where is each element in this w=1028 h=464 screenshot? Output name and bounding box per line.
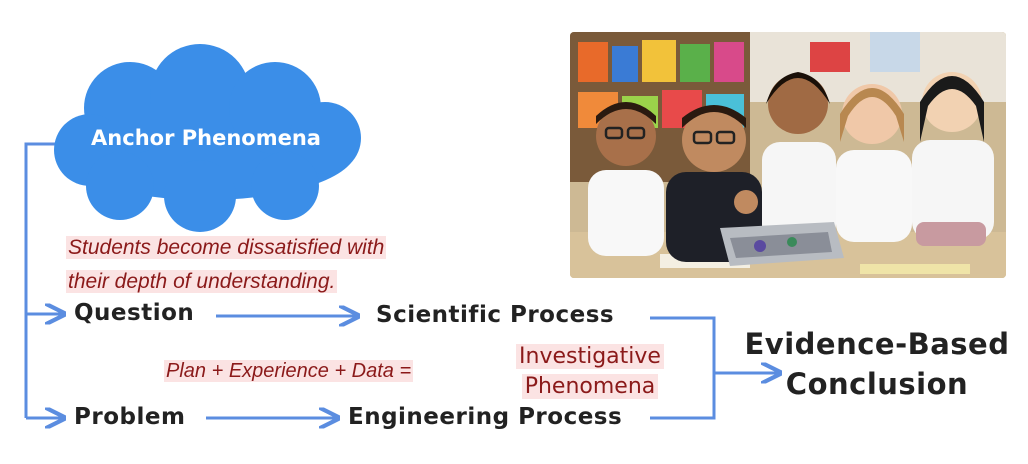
investigative-line-1: Investigative — [516, 344, 664, 369]
conclusion-line-2: Conclusion — [785, 367, 969, 401]
student-3 — [762, 72, 836, 242]
scientific-process-label: Scientific Process — [376, 302, 615, 328]
investigative-phenomena: Investigative Phenomena — [500, 342, 680, 402]
anchor-phenomena-label: Anchor Phenomena — [91, 126, 321, 150]
problem-label: Problem — [74, 404, 186, 430]
question-label: Question — [74, 300, 195, 326]
investigative-line-2: Phenomena — [521, 374, 659, 399]
trunk-line — [24, 142, 60, 418]
equation-text: Plan + Experience + Data = — [164, 360, 414, 382]
classroom-photo-illustration — [570, 32, 1006, 278]
evidence-based-conclusion: Evidence-Based Conclusion — [736, 324, 1018, 404]
anchor-cloud-shape — [54, 44, 361, 232]
student-5 — [912, 72, 994, 246]
classroom-photo — [570, 32, 1006, 278]
note-line-1: Students become dissatisfied with — [66, 236, 387, 259]
student-1 — [588, 102, 664, 256]
note-line-2: their depth of understanding. — [66, 270, 338, 293]
student-4 — [836, 84, 912, 242]
bracket-scientific — [650, 316, 716, 420]
tray-model — [720, 222, 844, 266]
engineering-process-label: Engineering Process — [348, 404, 623, 430]
conclusion-line-1: Evidence-Based — [744, 327, 1010, 361]
